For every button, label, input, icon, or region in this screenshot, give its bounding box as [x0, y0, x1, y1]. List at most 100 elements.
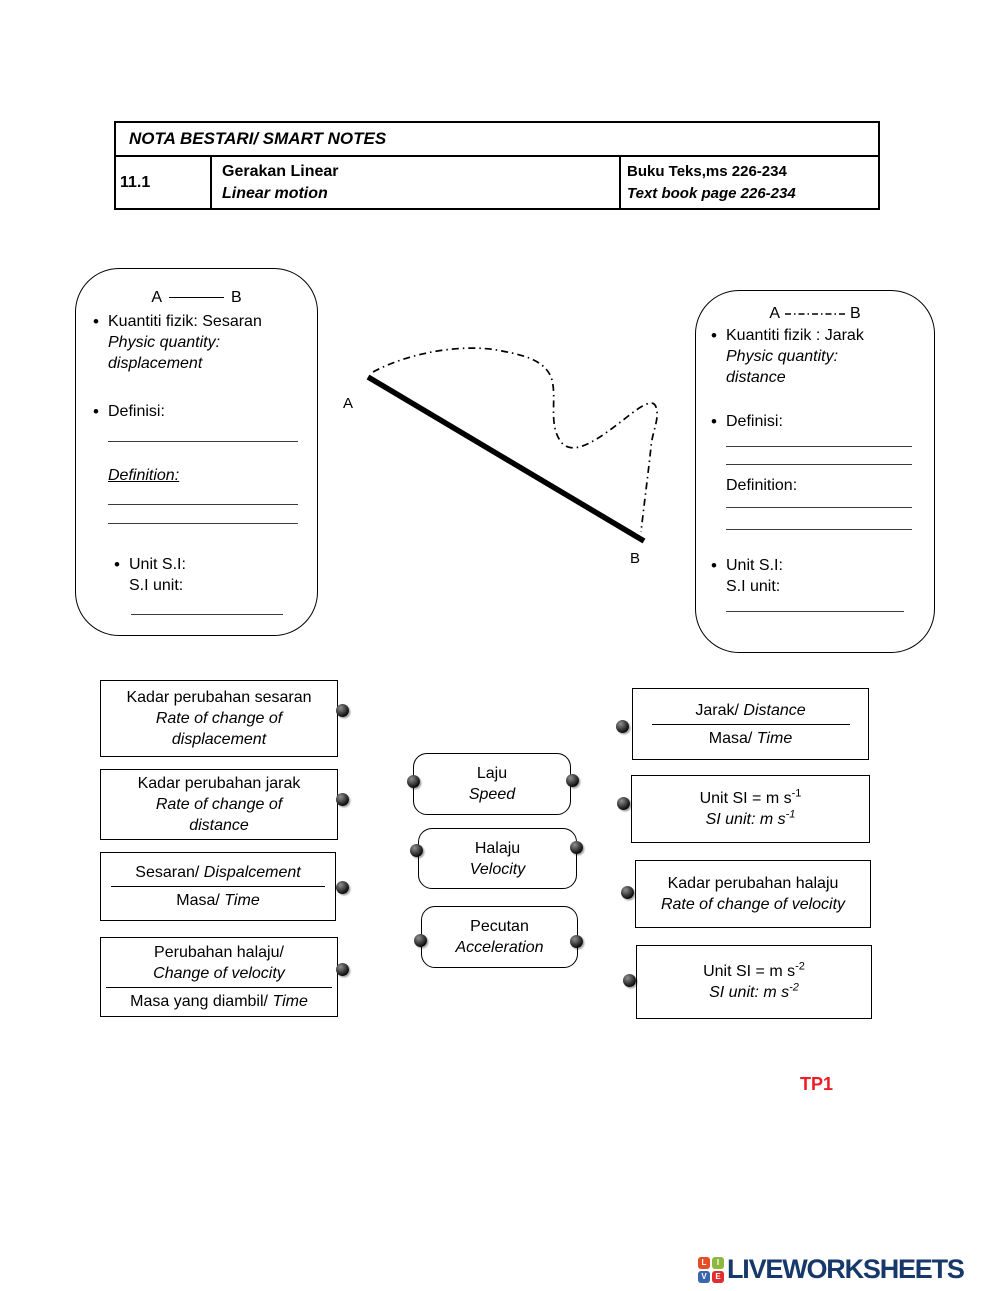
topic-english: Linear motion: [222, 185, 328, 202]
quantity-english-1: Physic quantity:: [726, 348, 839, 365]
answer-blank[interactable]: [726, 446, 912, 447]
diagram-point-a: A: [343, 395, 353, 412]
connector-dot[interactable]: [407, 775, 420, 788]
reference-english: Text book page 226-234: [627, 185, 796, 202]
unit-label-english: S.I unit:: [129, 577, 184, 594]
card-line: Velocity: [469, 860, 526, 878]
card-line: SI unit: m s-1: [705, 808, 796, 828]
match-card-speed: Laju Speed: [413, 753, 571, 815]
quantity-malay: Kuantiti fizik : Jarak: [726, 327, 864, 344]
match-card-displacement-over-time: Sesaran/Dispalcement Masa/Time: [100, 852, 336, 921]
connector-dot[interactable]: [621, 886, 634, 899]
logo-wordmark: LIVEWORKSHEETS: [727, 1254, 965, 1284]
fraction-numerator: Jarak/Distance: [695, 701, 806, 719]
card-line: Rate of change of: [155, 796, 283, 813]
fraction-numerator: Sesaran/Dispalcement: [135, 864, 301, 881]
card-line: SI unit: m s-2: [709, 981, 799, 1001]
curved-path-line: [372, 347, 658, 533]
connector-dot[interactable]: [617, 797, 630, 810]
quantity-item: Kuantiti fizik : Jarak Physic quantity: …: [711, 325, 926, 388]
connector-dot[interactable]: [616, 720, 629, 733]
point-b-label: B: [231, 289, 242, 306]
dash-dot-line-glyph: [785, 312, 845, 315]
card-line: Rate of change of: [155, 710, 283, 727]
card-line: distance: [189, 817, 249, 834]
match-card-rate-of-change-velocity: Kadar perubahan halaju Rate of change of…: [635, 860, 871, 928]
fraction-numerator: Perubahan halaju/ Change of velocity: [153, 944, 285, 982]
definition-label-english: Definition:: [726, 477, 798, 494]
quantity-item: Kuantiti fizik: Sesaran Physic quantity:…: [93, 311, 308, 374]
answer-blank[interactable]: [108, 523, 298, 524]
fraction-bar: [106, 987, 332, 988]
card-line: Kadar perubahan halaju: [667, 875, 839, 892]
section-number: 11.1: [116, 157, 212, 208]
topic-malay: Gerakan Linear: [222, 163, 339, 180]
fraction-denominator: Masa/Time: [708, 729, 793, 747]
straight-line-glyph: [169, 297, 224, 298]
match-card-change-of-velocity-over-time: Perubahan halaju/ Change of velocity Mas…: [100, 937, 338, 1017]
diagram-point-b: B: [630, 550, 640, 567]
connector-dot[interactable]: [336, 704, 349, 717]
card-line: Laju: [476, 765, 508, 782]
quantity-english-1: Physic quantity:: [108, 334, 221, 351]
connector-dot[interactable]: [570, 935, 583, 948]
match-card-unit-ms-2: Unit SI = m s-2 SI unit: m s-2: [636, 945, 872, 1019]
fraction-denominator: Masa yang diambil/Time: [130, 993, 308, 1010]
connector-dot[interactable]: [336, 963, 349, 976]
answer-blank[interactable]: [726, 464, 912, 465]
unit-item: Unit S.I: S.I unit:: [114, 554, 186, 596]
card-line: Pecutan: [470, 918, 529, 935]
match-card-rate-of-change-distance: Kadar perubahan jarak Rate of change of …: [100, 769, 338, 840]
quantity-english-2: displacement: [108, 355, 203, 372]
straight-path-line: [366, 374, 646, 544]
match-card-distance-over-time: Jarak/Distance Masa/Time: [632, 688, 869, 760]
card-line: Speed: [468, 786, 516, 803]
definition-label-malay: Definisi:: [93, 401, 165, 422]
connector-dot[interactable]: [410, 844, 423, 857]
header-table: NOTA BESTARI/ SMART NOTES 11.1 Gerakan L…: [114, 121, 880, 210]
point-a-label: A: [769, 305, 780, 322]
displacement-note-box: A B Kuantiti fizik: Sesaran Physic quant…: [75, 268, 318, 636]
logo-letter-l: L: [698, 1256, 710, 1269]
answer-blank[interactable]: [726, 611, 904, 612]
liveworksheets-logo: L I V E LIVEWORKSHEETS: [698, 1254, 965, 1285]
point-a-label: A: [151, 289, 162, 306]
connector-dot[interactable]: [570, 841, 583, 854]
logo-letter-v: V: [698, 1270, 710, 1283]
topic-cell: Gerakan Linear Linear motion: [212, 157, 621, 208]
answer-blank[interactable]: [108, 504, 298, 505]
match-card-rate-of-change-displacement: Kadar perubahan sesaran Rate of change o…: [100, 680, 338, 757]
answer-blank[interactable]: [108, 441, 298, 442]
connector-dot[interactable]: [336, 881, 349, 894]
match-card-unit-ms-1: Unit SI = m s-1 SI unit: m s-1: [631, 775, 870, 843]
quantity-english-2: distance: [726, 369, 786, 386]
connector-dot[interactable]: [414, 934, 427, 947]
connector-dot[interactable]: [336, 793, 349, 806]
reference-malay: Buku Teks,ms 226-234: [627, 163, 787, 180]
fraction-bar: [111, 886, 325, 887]
definition-label-english: Definition:: [108, 467, 180, 484]
point-b-label: B: [850, 305, 861, 322]
logo-letter-e: E: [712, 1270, 724, 1283]
distance-note-box: A B Kuantiti fizik : Jarak Physic quanti…: [695, 290, 935, 653]
distance-ab-header: A B: [696, 303, 934, 324]
connector-dot[interactable]: [566, 774, 579, 787]
card-line: Unit SI = m s-1: [699, 787, 802, 807]
card-line: Halaju: [474, 839, 521, 857]
card-line: displacement: [171, 731, 267, 748]
connector-dot[interactable]: [623, 974, 636, 987]
displacement-ab-header: A B: [76, 287, 317, 308]
card-line: Kadar perubahan sesaran: [126, 689, 312, 706]
liveworksheets-grid-icon: L I V E: [698, 1256, 724, 1283]
logo-letter-i: I: [712, 1256, 724, 1269]
card-line: Acceleration: [455, 939, 544, 956]
card-line: Rate of change of velocity: [660, 896, 846, 913]
card-line: Unit SI = m s-2: [703, 960, 805, 980]
answer-blank[interactable]: [131, 614, 283, 615]
fraction-denominator: Masa/Time: [176, 892, 260, 909]
answer-blank[interactable]: [726, 529, 912, 530]
unit-label-malay: Unit S.I:: [129, 556, 186, 573]
answer-blank[interactable]: [726, 507, 912, 508]
path-diagram: A B: [320, 320, 690, 585]
tp-badge: TP1: [800, 1074, 834, 1094]
